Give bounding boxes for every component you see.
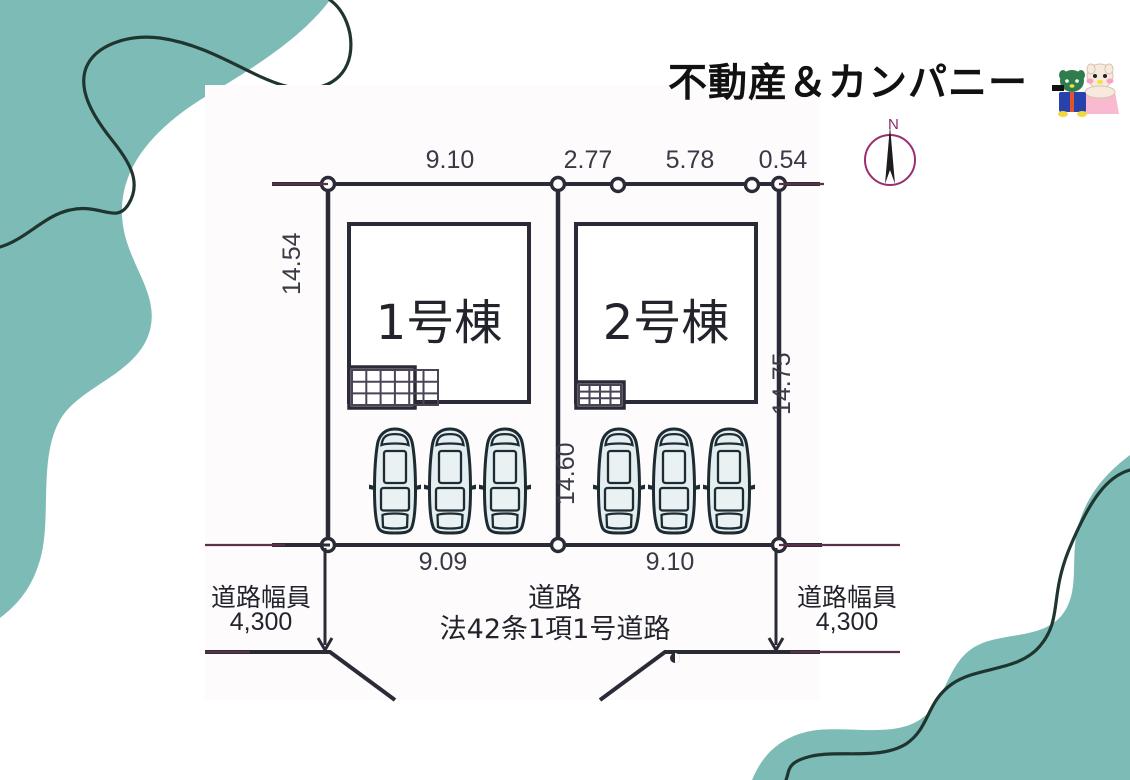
road-width-right-value: 4,300	[815, 608, 879, 636]
road-spec: 法42条1項1号道路	[439, 614, 671, 645]
mascot-group	[1052, 63, 1119, 117]
parking-lot-1-cars	[367, 427, 533, 535]
dim-bottom-lot1: 9.09	[418, 548, 468, 576]
dim-bottom-lot2: 9.10	[645, 548, 695, 576]
teal-blob-bottom-right	[752, 455, 1130, 780]
wave-line-top-left	[0, 0, 353, 249]
dim-left-lot1: 14.54	[278, 232, 306, 295]
mascot-green-character	[1052, 70, 1087, 117]
parking-lot-2-cars	[591, 427, 757, 535]
dim-top-lot2: 5.78	[665, 146, 715, 174]
building-1-porch-grid	[351, 369, 439, 406]
compass-n-label: N	[888, 116, 899, 133]
building-2-porch-grid	[578, 384, 622, 406]
building-2-outline	[574, 222, 758, 410]
company-logo-text: 不動産＆カンパニー	[668, 61, 1029, 106]
boundary-top	[272, 182, 822, 547]
wave-line-bottom-right	[784, 468, 1130, 780]
road-width-tick-left	[285, 543, 330, 654]
boundary-markers	[319, 175, 788, 554]
teal-blob-top-left	[0, 0, 330, 618]
dim-top-gap: 2.77	[563, 146, 613, 174]
road-width-arrows	[316, 548, 785, 653]
road-width-right-title: 道路幅員	[796, 583, 897, 612]
building-2-label: 2号棟	[602, 295, 730, 351]
dim-top-lot1: 9.10	[425, 146, 475, 174]
mascot-pink-character	[1081, 63, 1119, 114]
dim-top-edge: 0.54	[758, 146, 808, 174]
dim-right-lot2: 14.75	[768, 352, 796, 415]
road-title: 道路	[528, 583, 582, 614]
road-width-left-title: 道路幅員	[210, 583, 311, 612]
dim-middle: 14.60	[552, 442, 580, 505]
building-1-label: 1号棟	[375, 295, 503, 351]
road-width-left-value: 4,300	[229, 608, 293, 636]
